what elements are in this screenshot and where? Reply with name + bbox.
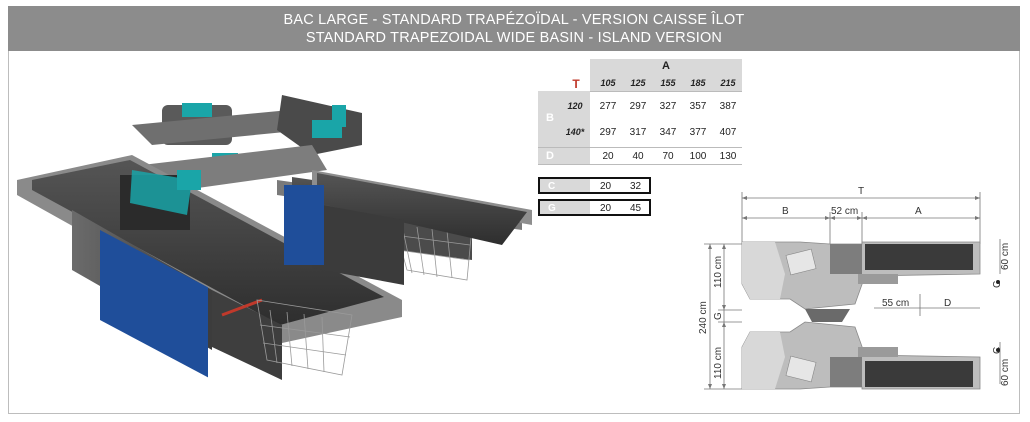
- dim-240: 240 cm: [698, 301, 709, 334]
- dim-52: 52 cm: [831, 206, 858, 217]
- g-label: G: [548, 203, 556, 214]
- t-label: T: [572, 77, 580, 91]
- col-header: 185: [690, 78, 706, 88]
- dim-55: 55 cm: [882, 298, 909, 309]
- col-header: 155: [660, 78, 676, 88]
- b-band: [538, 91, 590, 148]
- b-label: B: [546, 112, 554, 124]
- c-value-2: 32: [630, 181, 642, 192]
- table-cell: 377: [689, 127, 707, 138]
- table-header-band: [590, 59, 742, 91]
- dim-a: A: [915, 206, 922, 217]
- col-group-a: A: [662, 60, 670, 72]
- d-cell: 130: [719, 151, 737, 162]
- c-value-1: 20: [600, 181, 612, 192]
- dim-110-bottom: 110 cm: [713, 347, 724, 379]
- table-cell: 317: [629, 127, 647, 138]
- divider: [538, 147, 742, 148]
- g-row-box: G 20 45: [538, 199, 651, 216]
- dim-60-top: 60 cm: [1000, 243, 1011, 270]
- checkout-island-illustration: [17, 95, 532, 380]
- basket-front: [256, 299, 353, 376]
- row-label: 120: [567, 101, 583, 111]
- d-band: [538, 148, 590, 164]
- g-value-1: 20: [600, 203, 612, 214]
- col-header: 105: [600, 78, 616, 88]
- table-cell: 407: [719, 127, 737, 138]
- title-french: BAC LARGE - STANDARD TRAPÉZOÏDAL - VERSI…: [283, 12, 745, 28]
- table-cell: 277: [599, 101, 617, 112]
- table-cell: 347: [659, 127, 677, 138]
- table-cell: 297: [599, 127, 617, 138]
- title-banner: BAC LARGE - STANDARD TRAPÉZOÏDAL - VERSI…: [8, 6, 1020, 51]
- d-cell: 40: [632, 151, 644, 162]
- title-english: STANDARD TRAPEZOIDAL WIDE BASIN - ISLAND…: [305, 30, 723, 46]
- d-cell: 100: [689, 151, 707, 162]
- d-label: D: [546, 150, 554, 162]
- dim-g: G: [713, 312, 724, 320]
- dim-b: B: [782, 206, 789, 217]
- dimension-diagram: T B 52 cm A 240 cm 110 cm 110 cm G C C 6…: [698, 186, 1011, 390]
- table-cell: 357: [689, 101, 707, 112]
- dim-d: D: [944, 298, 951, 309]
- divider: [538, 164, 742, 165]
- c-row-box: C 20 32: [538, 177, 651, 194]
- col-header: 125: [630, 78, 646, 88]
- row-label: 140*: [565, 127, 585, 137]
- dim-110-top: 110 cm: [713, 256, 724, 288]
- table-cell: 327: [659, 101, 677, 112]
- table-cell: 297: [629, 101, 647, 112]
- table-cell: 387: [719, 101, 737, 112]
- divider: [538, 91, 742, 92]
- dim-t: T: [858, 186, 864, 197]
- col-header: 215: [720, 78, 736, 88]
- c-label: C: [548, 181, 556, 192]
- g-value-2: 45: [630, 203, 642, 214]
- d-cell: 20: [602, 151, 614, 162]
- d-cell: 70: [662, 151, 674, 162]
- dim-c-top: C: [992, 281, 1003, 288]
- dim-60-bottom: 60 cm: [1000, 359, 1011, 386]
